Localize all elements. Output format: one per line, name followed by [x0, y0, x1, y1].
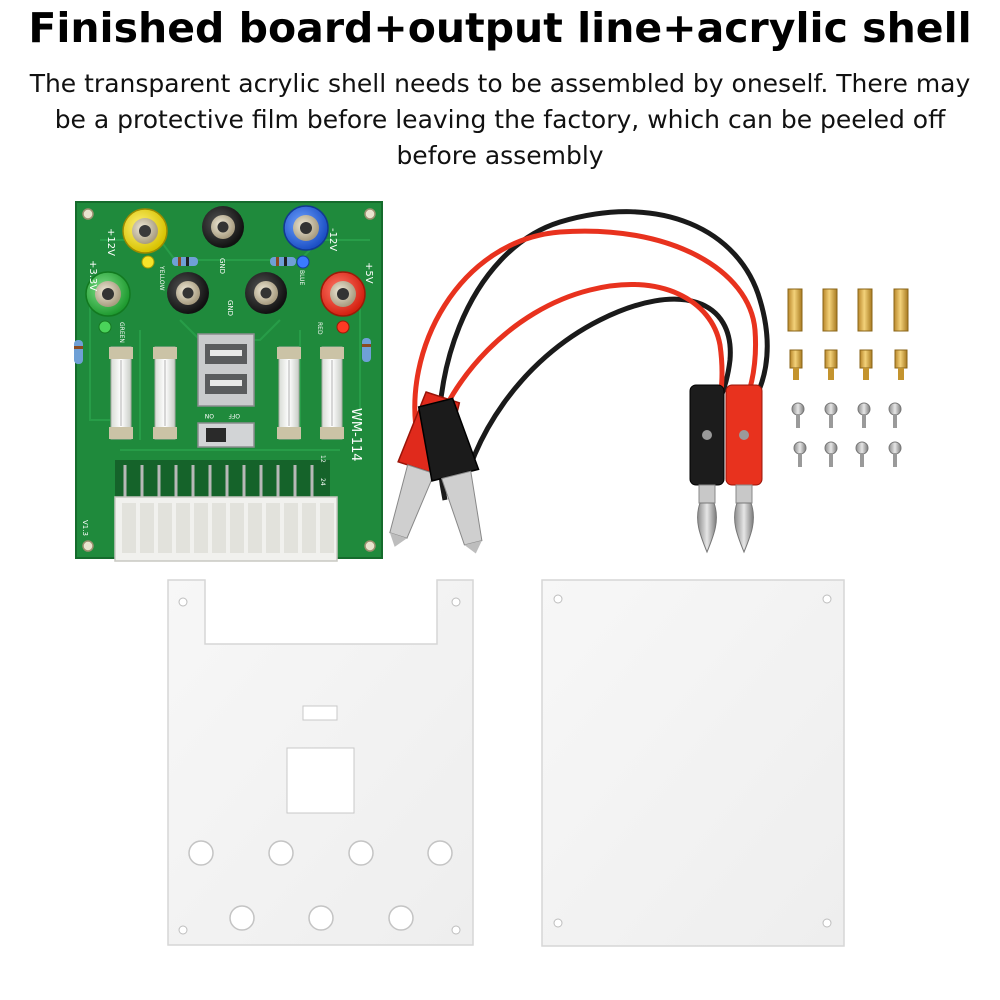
resistor-2 [270, 257, 296, 266]
label-plus3v3: +3.3V [87, 260, 98, 291]
led-green [98, 320, 112, 334]
acrylic-top-panel [167, 579, 474, 946]
red-wire-inner [429, 281, 725, 441]
pcb-silkscreen: +12V +3.3V -12V +5V GND GND YELLOW GREEN… [81, 228, 374, 536]
label-gnd-2: GND [226, 300, 234, 316]
board-model-label: WM-114 [348, 408, 363, 462]
product-title: Finished board+output line+acrylic shell [28, 4, 972, 52]
black-wire [436, 209, 770, 501]
hardware-set [787, 288, 909, 467]
binding-post-black-1 [202, 206, 244, 248]
usb-port-stack [197, 333, 255, 407]
binding-post-blue [283, 205, 329, 251]
product-subtitle: The transparent acrylic shell needs to b… [29, 69, 971, 170]
label-off: OFF [228, 412, 240, 419]
fuse-3 [277, 346, 301, 440]
switch-cutout [302, 705, 338, 721]
resistor-4 [362, 338, 371, 362]
power-switch [197, 422, 255, 448]
pcb-board: +12V +3.3V -12V +5V GND GND YELLOW GREEN… [74, 201, 383, 562]
led-blue [296, 255, 310, 269]
black-banana-plug [689, 384, 725, 554]
binding-post-green [85, 271, 131, 317]
fuse-1 [109, 346, 133, 440]
label-plus12v: +12V [105, 228, 116, 256]
board-version-label: V1.3 [81, 520, 89, 536]
led-yellow [141, 255, 155, 269]
fuse-2 [153, 346, 177, 440]
red-banana-plug [725, 384, 763, 554]
binding-post-black-3 [245, 272, 287, 314]
brass-standoff-long [787, 288, 909, 332]
screws-row-1 [791, 402, 902, 428]
label-on: ON [205, 412, 214, 419]
resistor-1 [172, 257, 198, 266]
label-plus5v: +5V [363, 262, 374, 284]
label-green: GREEN [118, 322, 125, 343]
label-yellow: YELLOW [158, 265, 165, 291]
binding-post-black-2 [167, 272, 209, 314]
red-wire [412, 228, 759, 441]
label-red: RED [316, 322, 323, 335]
label-blue: BLUE [298, 270, 305, 286]
brass-standoff-short [789, 349, 908, 380]
output-cable [389, 209, 770, 554]
label-pin24: 24 [319, 478, 326, 486]
atx-connector [114, 460, 338, 562]
label-pin12: 12 [319, 455, 326, 463]
label-gnd-1: GND [218, 258, 226, 274]
usb-cutout [286, 747, 355, 814]
black-alligator-clip [417, 397, 483, 554]
label-minus12v: -12V [327, 228, 338, 251]
binding-post-red [320, 271, 366, 317]
binding-post-holes [188, 840, 453, 931]
black-wire-inner [457, 296, 733, 506]
binding-post-yellow [122, 208, 168, 254]
resistor-3 [74, 340, 83, 364]
fuse-4 [320, 346, 344, 440]
led-red [336, 320, 350, 334]
screws-row-2 [793, 441, 902, 467]
acrylic-bottom-panel [541, 579, 845, 947]
pcb-mounting-holes [82, 208, 376, 552]
